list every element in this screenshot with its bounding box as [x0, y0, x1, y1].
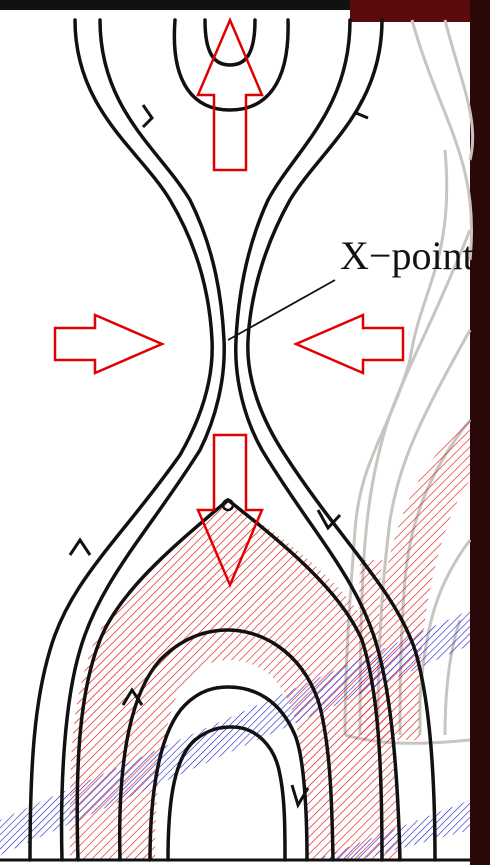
- x-point-label: X−point: [340, 236, 474, 276]
- arrowhead-upper-right: [356, 100, 368, 118]
- left-pointing-arrow: [296, 315, 403, 373]
- arrowhead-lower-left: [70, 540, 90, 555]
- arrowhead-upper-left: [143, 105, 152, 127]
- x-point-leader-line: [228, 280, 335, 340]
- right-pointing-arrow: [55, 315, 162, 373]
